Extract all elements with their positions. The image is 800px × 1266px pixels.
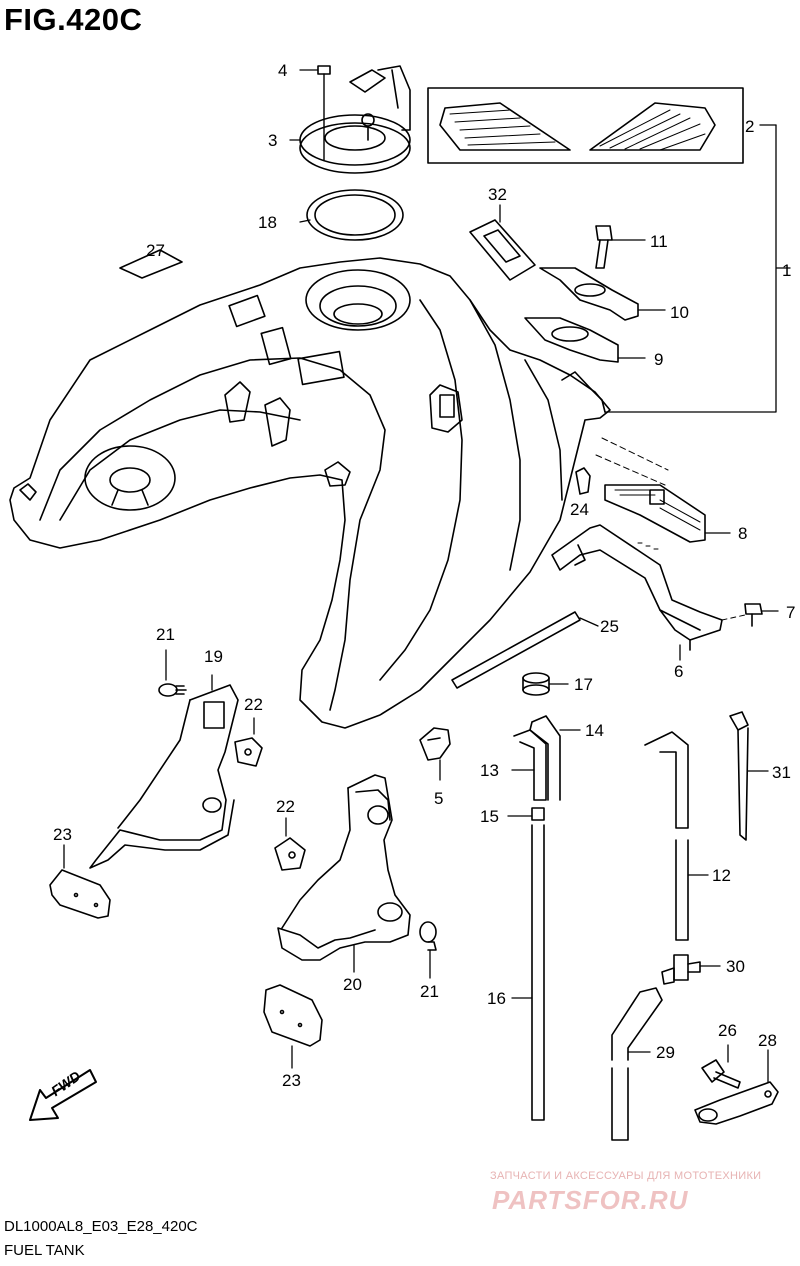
callout-21-right[interactable]: 21 [420, 982, 439, 1001]
callout-25[interactable]: 25 [600, 617, 619, 636]
strip-25-part[interactable] [451, 611, 599, 689]
callout-31[interactable]: 31 [772, 763, 791, 782]
callout-11[interactable]: 11 [650, 232, 668, 251]
watermark-tagline: ЗАПЧАСТИ И АКСЕССУАРЫ ДЛЯ МОТОТЕХНИКИ [490, 1170, 762, 1182]
plate-9-part[interactable] [524, 317, 646, 363]
nut-22b-part[interactable] [274, 817, 306, 871]
figure-title: FIG.420C [4, 2, 143, 37]
clip-24-part[interactable] [575, 467, 591, 495]
callout-20[interactable]: 20 [343, 975, 362, 994]
pad-27-part[interactable] [119, 249, 183, 279]
cable-tie-31-part[interactable] [729, 711, 769, 841]
watermark-logo: PARTSFOR.RU [492, 1185, 689, 1215]
figure-subtitle: FUEL TANK [4, 1242, 85, 1259]
callout-9[interactable]: 9 [654, 350, 664, 369]
callout-8[interactable]: 8 [738, 524, 748, 543]
bolt-4-part[interactable] [299, 65, 331, 161]
hose-13-part[interactable] [511, 729, 547, 801]
leader-1 [604, 124, 791, 413]
pad-23b-part[interactable] [263, 984, 323, 1069]
bracket-6-part[interactable] [551, 524, 723, 661]
plate-10-part[interactable] [539, 267, 666, 321]
fuel-tank-part[interactable] [9, 257, 611, 729]
bolt-26-part[interactable] [701, 1044, 741, 1089]
callout-26[interactable]: 26 [718, 1021, 737, 1040]
bolt-11-part[interactable] [595, 225, 646, 269]
callout-15[interactable]: 15 [480, 807, 499, 826]
callout-23-right[interactable]: 23 [282, 1071, 301, 1090]
callout-5[interactable]: 5 [434, 789, 444, 808]
hose-16-part[interactable] [511, 824, 545, 1121]
callout-3[interactable]: 3 [268, 131, 278, 150]
callout-12[interactable]: 12 [712, 866, 731, 885]
fitting-5-part[interactable] [419, 727, 451, 781]
callout-28[interactable]: 28 [758, 1031, 777, 1050]
callout-32[interactable]: 32 [488, 185, 507, 204]
emblem-set-part[interactable] [427, 87, 744, 164]
callout-21-left[interactable]: 21 [156, 625, 175, 644]
gasket-ring-part[interactable] [299, 189, 404, 241]
sheet-32-part[interactable] [469, 204, 536, 281]
callout-10[interactable]: 10 [670, 303, 689, 322]
hose-14-part[interactable] [529, 715, 581, 801]
callout-29[interactable]: 29 [656, 1043, 675, 1062]
bolt-7-part[interactable] [721, 603, 779, 627]
callout-22-right[interactable]: 22 [276, 797, 295, 816]
callout-2[interactable]: 2 [745, 117, 755, 136]
nut-22a-part[interactable] [234, 717, 263, 767]
callout-27[interactable]: 27 [146, 241, 165, 260]
fwd-arrow-icon [29, 1069, 97, 1121]
callout-14[interactable]: 14 [585, 721, 604, 740]
hose-12-part[interactable] [644, 731, 709, 941]
bolt-21a-part[interactable] [158, 649, 187, 697]
callout-17[interactable]: 17 [574, 675, 593, 694]
bracket-19-part[interactable] [89, 674, 239, 869]
callout-6[interactable]: 6 [674, 662, 684, 681]
callout-16[interactable]: 16 [487, 989, 506, 1008]
pad-23a-part[interactable] [49, 844, 111, 919]
callout-19[interactable]: 19 [204, 647, 223, 666]
callout-1[interactable]: 1 [782, 261, 792, 280]
callout-22-left[interactable]: 22 [244, 695, 263, 714]
callout-13[interactable]: 13 [480, 761, 499, 780]
damper-8-part[interactable] [604, 484, 731, 543]
joint-15-part[interactable] [507, 807, 545, 821]
bracket-20-part[interactable] [277, 774, 411, 973]
callout-7[interactable]: 7 [786, 603, 796, 622]
cushion-17-part[interactable] [522, 672, 569, 696]
hose-29-part[interactable] [611, 987, 663, 1141]
model-code: DL1000AL8_E03_E28_420C [4, 1218, 198, 1235]
callout-30[interactable]: 30 [726, 957, 745, 976]
callout-4[interactable]: 4 [278, 61, 288, 80]
fuel-cap-part[interactable] [299, 65, 411, 174]
bolt-21b-part[interactable] [419, 921, 437, 979]
callout-23-left[interactable]: 23 [53, 825, 72, 844]
clamp-28-part[interactable] [694, 1049, 779, 1125]
joint-30-part[interactable] [661, 954, 721, 985]
callout-18[interactable]: 18 [258, 213, 277, 232]
callout-24[interactable]: 24 [570, 500, 589, 519]
